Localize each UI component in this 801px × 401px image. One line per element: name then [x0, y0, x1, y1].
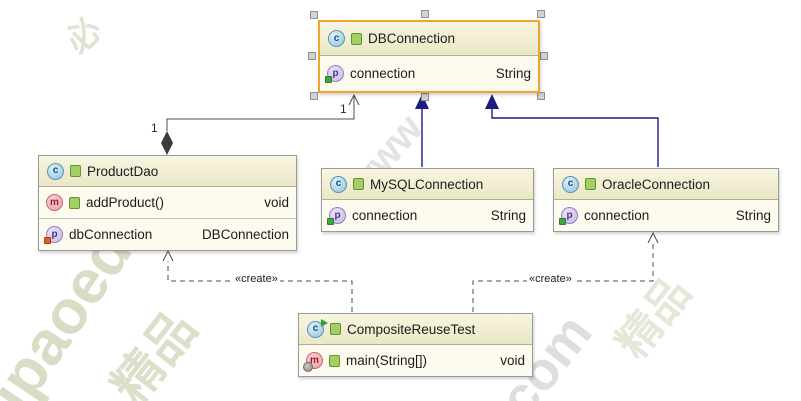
multiplicity-label: 1	[340, 102, 347, 116]
member-row[interactable]: m main(String[]) void	[299, 345, 532, 376]
class-name: CompositeReuseTest	[347, 321, 476, 337]
member-name: connection	[350, 66, 416, 81]
selection-handle[interactable]	[310, 11, 318, 19]
member-type: void	[500, 353, 525, 368]
member-name: main(String[])	[346, 353, 428, 368]
class-icon: c	[47, 162, 64, 180]
inheritance-arrowhead	[485, 94, 499, 109]
member-name: connection	[352, 208, 418, 223]
member-row[interactable]: p connection String	[322, 200, 533, 231]
class-node-oracleconnection[interactable]: c OracleConnection p connection String	[553, 168, 779, 232]
visibility-marker-icon	[559, 218, 566, 225]
property-icon: p	[325, 65, 344, 83]
selection-handle[interactable]	[540, 52, 548, 60]
member-type: DBConnection	[201, 227, 289, 242]
class-header[interactable]: c DBConnection	[320, 22, 538, 56]
visibility-marker-icon	[327, 218, 334, 225]
class-header[interactable]: c CompositeReuseTest	[299, 314, 532, 345]
member-row[interactable]: p connection String	[320, 56, 538, 91]
runnable-class-icon: c	[307, 318, 328, 338]
lock-icon	[69, 196, 80, 209]
member-type: String	[490, 208, 526, 223]
lock-icon	[353, 178, 364, 190]
selection-handle[interactable]	[421, 10, 429, 18]
create-stereotype-label: «create»	[527, 273, 574, 285]
class-header[interactable]: c ProductDao	[39, 156, 296, 187]
member-row[interactable]: m addProduct() void	[39, 187, 296, 218]
selection-handle[interactable]	[310, 92, 318, 100]
dependency-open-arrow	[162, 249, 174, 262]
class-name: MySQLConnection	[370, 176, 484, 192]
multiplicity-label: 1	[151, 121, 158, 135]
class-name: OracleConnection	[602, 176, 711, 192]
selection-handle[interactable]	[537, 10, 545, 18]
lock-icon	[330, 323, 341, 335]
method-icon: m	[46, 194, 63, 211]
class-icon: c	[330, 175, 347, 193]
class-name: ProductDao	[87, 163, 159, 179]
run-arrow-icon	[321, 318, 328, 327]
lock-icon	[329, 354, 340, 367]
lock-icon	[70, 165, 81, 177]
create-edge-left[interactable]	[162, 249, 353, 312]
create-stereotype-label: «create»	[233, 273, 280, 285]
member-name: dbConnection	[69, 227, 153, 242]
selection-handle[interactable]	[421, 93, 429, 101]
class-icon: c	[562, 175, 579, 193]
inheritance-edge-oracle[interactable]	[485, 94, 659, 167]
selection-handle[interactable]	[308, 52, 316, 60]
member-name: connection	[584, 208, 650, 223]
property-icon: p	[559, 207, 578, 225]
lock-icon	[585, 178, 596, 190]
class-header[interactable]: c OracleConnection	[554, 169, 778, 200]
member-type: String	[495, 66, 531, 81]
inheritance-arrowhead	[415, 94, 429, 109]
member-row[interactable]: p connection String	[554, 200, 778, 231]
class-node-dbconnection[interactable]: c DBConnection p connection String	[318, 20, 540, 93]
visibility-marker-icon	[44, 237, 51, 244]
member-row[interactable]: p dbConnection DBConnection	[39, 218, 296, 250]
class-node-mysqlconnection[interactable]: c MySQLConnection p connection String	[321, 168, 534, 232]
selection-handle[interactable]	[537, 92, 545, 100]
lock-icon	[351, 32, 362, 45]
composition-diamond	[161, 131, 173, 155]
association-open-arrow	[348, 93, 360, 106]
property-icon: p	[44, 226, 63, 244]
class-node-compositereusetest[interactable]: c CompositeReuseTest m main(String[]) vo…	[298, 313, 533, 377]
class-node-productdao[interactable]: c ProductDao m addProduct() void p dbCon…	[38, 155, 297, 251]
member-name: addProduct()	[86, 195, 165, 210]
static-gear-icon	[303, 362, 313, 372]
member-type: String	[735, 208, 771, 223]
class-icon: c	[328, 30, 345, 47]
static-method-icon: m	[303, 352, 323, 372]
class-name: DBConnection	[368, 31, 456, 46]
inheritance-edge-mysql[interactable]	[415, 94, 429, 167]
member-type: void	[264, 195, 289, 210]
dependency-open-arrow	[647, 231, 659, 244]
composition-edge[interactable]	[161, 93, 360, 155]
property-icon: p	[327, 207, 346, 225]
visibility-marker-icon	[325, 76, 332, 83]
class-header[interactable]: c MySQLConnection	[322, 169, 533, 200]
